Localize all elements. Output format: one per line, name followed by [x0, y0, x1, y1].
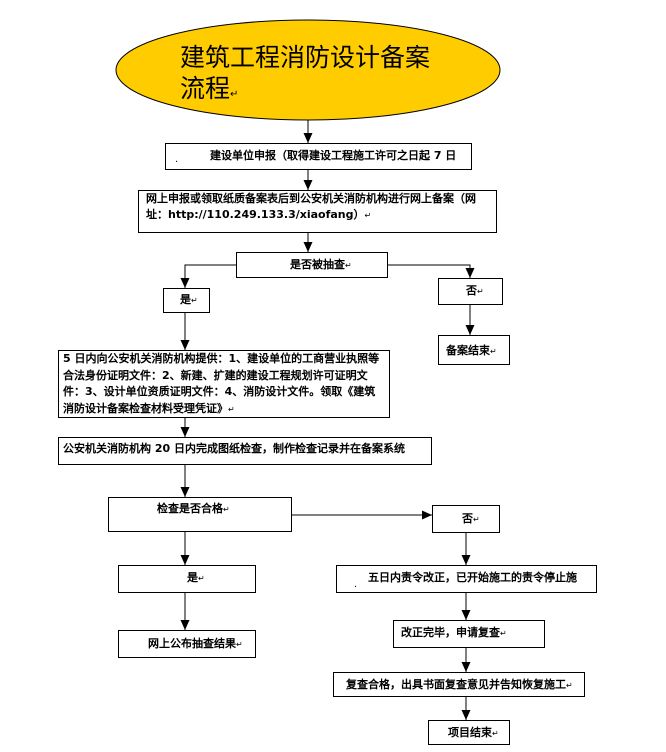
node-submit-documents-line-4-text: 消防设计备案检查材料受理凭证》 [63, 401, 228, 415]
node-rectify-order-label: 五日内责令改正，已开始施工的责令停止施 [368, 571, 577, 584]
node-drawing-review-label: 公安机关消防机构 20 日内完成图纸检查，制作检查记录并在备案系统 [63, 442, 405, 455]
title-line-2: 流程↵ [180, 73, 430, 104]
node-qualified-yes-text: 是 [187, 571, 198, 584]
node-recheck-passed-label: 复查合格，出具书面复查意见并告知恢复施工↵ [346, 678, 573, 691]
node-rectified-recheck-text: 改正完毕，申请复查 [401, 626, 500, 639]
node-submit-documents-line-3: 件：3、设计单位资质证明文件：4、消防设计文件。领取《建筑 [63, 385, 376, 398]
node-qualified-yes-label: 是↵ [187, 571, 205, 584]
node-publish-result-text: 网上公布抽查结果 [148, 637, 236, 650]
node-submit-documents-line-4: 消防设计备案检查材料受理凭证》↵ [63, 401, 379, 418]
node-publish-result-label: 网上公布抽查结果↵ [148, 637, 243, 650]
paragraph-mark: ↵ [228, 404, 235, 414]
node-recheck-passed: 复查合格，出具书面复查意见并告知恢复施工↵ [333, 672, 585, 697]
node-submit-documents-line-1: 5 日内向公安机关消防机构提供：1、建设单位的工商营业执照等 [63, 352, 380, 365]
arrow-spot-check-to-yes [180, 264, 236, 288]
node-spot-check-yes: 是↵ [163, 288, 210, 313]
node-rectified-recheck: 改正完毕，申请复查↵ [393, 620, 545, 648]
node-qualified-yes: 是↵ [118, 565, 256, 593]
paragraph-mark: ↵ [198, 574, 205, 583]
node-spot-check-no-text: 否 [466, 284, 477, 297]
node-filing-end-text: 备案结束 [446, 344, 490, 357]
paragraph-mark: ↵ [345, 261, 352, 270]
paragraph-mark: ↵ [223, 505, 230, 514]
node-rectified-recheck-label: 改正完毕，申请复查↵ [401, 626, 507, 639]
paragraph-mark: ↵ [500, 629, 507, 638]
node-spot-check-no-label: 否↵ [466, 284, 484, 297]
node-online-filing-line-2: 址：http://110.249.133.3/xiaofang）↵ [146, 207, 476, 223]
node-apply-label: 建设单位申报（取得建设工程施工许可之日起 7 日 [210, 149, 457, 162]
node-drawing-review: 公安机关消防机构 20 日内完成图纸检查，制作检查记录并在备案系统 [58, 437, 432, 465]
title-line-1: 建筑工程消防设计备案 [180, 43, 431, 72]
node-project-end-label: 项目结束↵ [448, 726, 499, 739]
node-qualified-question-text: 检查是否合格 [157, 502, 223, 515]
paragraph-mark: ↵ [473, 515, 480, 524]
node-spot-check-question-text: 是否被抽查 [290, 258, 345, 271]
node-spot-check-question: 是否被抽查↵ [236, 252, 388, 278]
node-spot-check-no: 否↵ [438, 278, 503, 305]
node-recheck-passed-text: 复查合格，出具书面复查意见并告知恢复施工 [346, 678, 566, 691]
node-online-filing-line-2-text: 址：http://110.249.133.3/xiaofang） [146, 208, 365, 221]
node-project-end-text: 项目结束 [448, 726, 492, 739]
paragraph-mark: ↵ [236, 640, 243, 649]
paragraph-mark: ↵ [566, 681, 573, 690]
paragraph-mark: ↵ [490, 347, 497, 356]
node-online-filing-label: 网上申报或领取纸质备案表后到公安机关消防机构进行网上备案（网 址：http://… [146, 191, 476, 223]
node-project-end: 项目结束↵ [428, 720, 510, 745]
flow-title: 建筑工程消防设计备案 流程↵ [180, 42, 430, 104]
paragraph-mark: ↵ [477, 287, 484, 296]
node-rectify-order: . 五日内责令改正，已开始施工的责令停止施 [336, 565, 597, 593]
node-filing-end: 备案结束↵ [438, 335, 510, 365]
node-submit-documents-label: 5 日内向公安机关消防机构提供：1、建设单位的工商营业执照等 合法身份证明文件：… [63, 351, 379, 417]
paragraph-mark: ↵ [191, 296, 198, 305]
node-online-filing: 网上申报或领取纸质备案表后到公安机关消防机构进行网上备案（网 址：http://… [138, 190, 497, 233]
node-submit-documents-line-2: 合法身份证明文件：2、新建、扩建的建设工程规划许可证明文 [63, 368, 368, 382]
node-online-filing-line-1: 网上申报或领取纸质备案表后到公安机关消防机构进行网上备案（网 [146, 192, 476, 205]
dot-mark: . [354, 579, 358, 590]
node-qualified-no-label: 否↵ [462, 512, 480, 525]
node-spot-check-yes-label: 是↵ [180, 293, 198, 306]
node-spot-check-yes-text: 是 [180, 293, 191, 306]
node-spot-check-question-label: 是否被抽查↵ [290, 258, 352, 271]
node-submit-documents: 5 日内向公安机关消防机构提供：1、建设单位的工商营业执照等 合法身份证明文件：… [58, 350, 390, 418]
title-line-2-text: 流程 [180, 74, 231, 103]
dot-mark: . [175, 154, 179, 165]
node-filing-end-label: 备案结束↵ [446, 344, 497, 357]
node-qualified-question: 检查是否合格↵ [108, 497, 292, 532]
node-qualified-no-text: 否 [462, 512, 473, 525]
node-qualified-question-label: 检查是否合格↵ [157, 502, 230, 515]
node-publish-result: 网上公布抽查结果↵ [118, 630, 256, 658]
paragraph-mark: ↵ [492, 729, 499, 738]
paragraph-mark: ↵ [230, 89, 239, 100]
node-apply: . 建设单位申报（取得建设工程施工许可之日起 7 日 [165, 143, 472, 170]
node-qualified-no: 否↵ [432, 505, 500, 533]
arrow-spot-check-to-no [388, 264, 475, 278]
paragraph-mark: ↵ [364, 211, 372, 220]
